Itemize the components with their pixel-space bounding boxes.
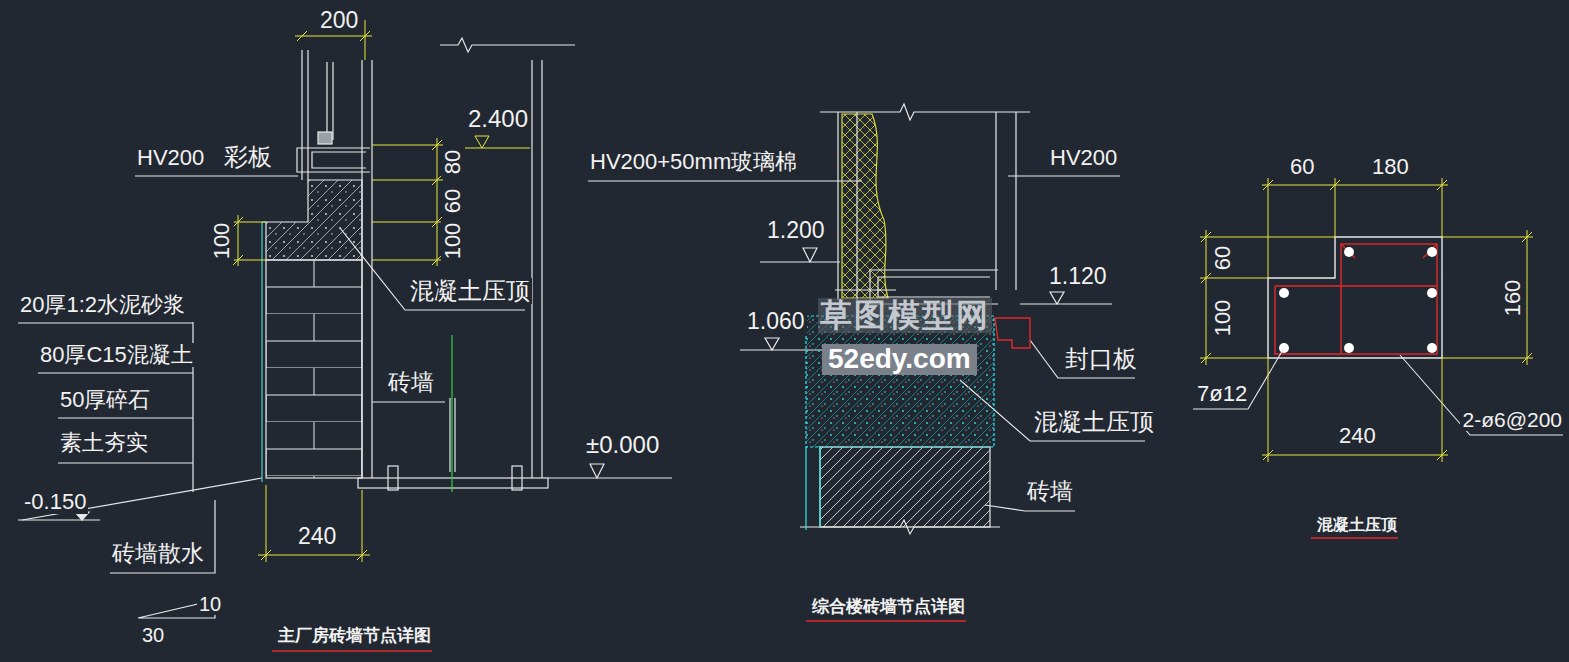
rebar-note: 2-ø6@200: [1460, 408, 1564, 431]
level-mark: 1.200: [765, 218, 827, 243]
layer-note: 素土夯实: [58, 431, 150, 455]
dimension: 200: [318, 8, 360, 33]
part-name: 砖墙: [386, 370, 436, 395]
level-mark: 1.060: [745, 309, 807, 334]
dimension: 60: [1288, 155, 1316, 179]
dimension: 180: [1370, 155, 1411, 179]
level-mark: 2.400: [466, 106, 530, 132]
dimension: 100: [210, 221, 234, 262]
part-name: 砖墙: [1025, 479, 1075, 504]
part-name: 彩板: [222, 144, 274, 170]
part-name: 混凝土压顶: [1032, 409, 1156, 435]
caption: 主厂房砖墙节点详图: [276, 627, 433, 646]
dimension: 240: [1337, 424, 1378, 448]
dimension: 100: [441, 221, 465, 262]
part-name: 混凝土压顶: [408, 278, 532, 304]
part-name: HV200: [135, 146, 206, 170]
watermark: 52edy.com: [822, 344, 977, 375]
dimension: 160: [1501, 278, 1525, 319]
part-name: 封口板: [1063, 346, 1139, 372]
dimension: 80: [441, 148, 465, 176]
dimension: 60: [1211, 244, 1235, 272]
level-mark: ±0.000: [584, 432, 661, 458]
dimension: 100: [1211, 298, 1235, 339]
watermark: 草图模型网: [818, 298, 992, 333]
part-name: HV200+50mm玻璃棉: [588, 150, 799, 174]
layer-note: 80厚C15混凝土: [38, 343, 195, 367]
level-mark: -0.150: [22, 490, 88, 514]
slope-mark: 30: [140, 624, 166, 646]
dimension: 60: [441, 187, 465, 215]
layer-note: 20厚1:2水泥砂浆: [18, 293, 187, 317]
layer-note: 50厚碎石: [58, 388, 152, 412]
caption: 混凝土压顶: [1315, 516, 1399, 534]
dimension: 240: [296, 524, 338, 549]
rebar-note: 7ø12: [1195, 382, 1249, 406]
slope-mark: 10: [197, 593, 223, 615]
part-name: HV200: [1048, 146, 1119, 170]
level-mark: 1.120: [1047, 264, 1109, 289]
caption: 综合楼砖墙节点详图: [810, 598, 967, 617]
part-name: 砖墙散水: [110, 541, 206, 566]
